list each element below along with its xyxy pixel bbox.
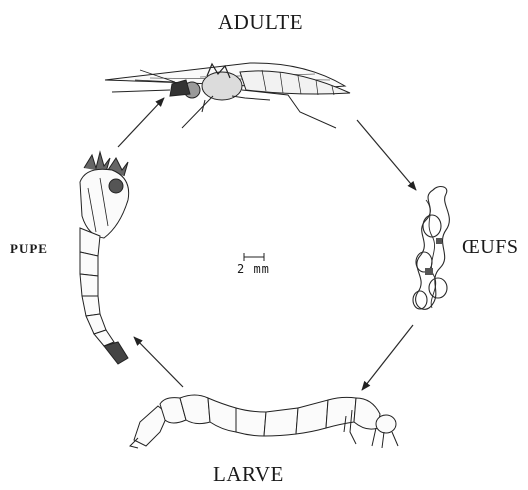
larva-illustration (130, 395, 398, 448)
adult-mosquito-illustration (105, 63, 350, 128)
arrow-eggs-to-larva (362, 325, 413, 390)
label-eggs: ŒUFS (462, 236, 518, 259)
scale-bar-label: 2 mm (237, 262, 270, 276)
label-pupa: PUPE (10, 241, 48, 257)
arrow-pupa-to-adult (118, 98, 164, 147)
label-larva: LARVE (213, 462, 284, 487)
arrow-larva-to-pupa (134, 337, 183, 387)
cycle-arrows (118, 98, 416, 390)
eggs-illustration (413, 187, 449, 310)
pupa-illustration (80, 152, 129, 364)
scale-bar (244, 253, 264, 261)
label-adult: ADULTE (218, 10, 303, 35)
arrow-adult-to-eggs (357, 120, 416, 190)
